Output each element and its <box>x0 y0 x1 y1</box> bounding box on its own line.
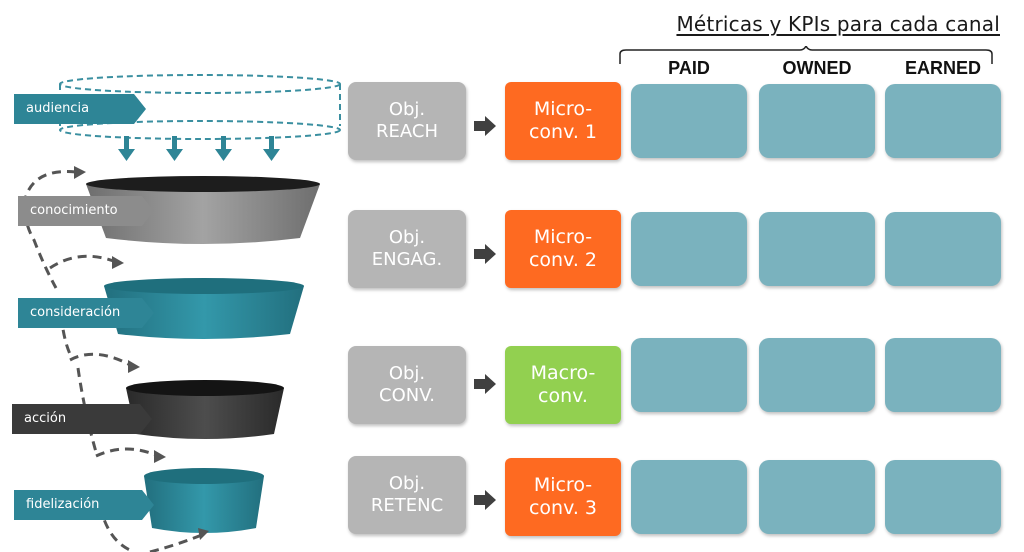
stage-tag-consideracion: consideración <box>18 298 154 328</box>
conversion-line-2: conv. <box>538 385 588 407</box>
conversion-line-1: Micro- <box>533 98 593 120</box>
conversion-box-micro-3: Micro- conv. 3 <box>505 458 621 536</box>
metric-cell-conv-earned <box>885 338 1001 412</box>
down-arrow-icon <box>263 136 280 161</box>
conversion-line-1: Micro- <box>533 226 593 248</box>
right-arrow-icon <box>474 116 496 136</box>
audience-cylinder <box>59 74 341 140</box>
objective-line-1: Obj. <box>388 227 426 248</box>
objective-line-1: Obj. <box>388 473 426 494</box>
channel-header-owned: OWNED <box>782 58 852 78</box>
stage-tag-conocimiento: conocimiento <box>18 196 154 226</box>
funnel-segment-awareness <box>86 176 320 244</box>
metric-cell-retenc-paid <box>631 460 747 534</box>
metric-cell-engag-earned <box>885 212 1001 286</box>
objective-box-conv: Obj. CONV. <box>348 346 466 424</box>
funnel-segment-consideration <box>104 278 304 339</box>
metric-cell-reach-owned <box>759 84 875 158</box>
channel-header-earned: EARNED <box>904 58 981 78</box>
metric-cell-engag-owned <box>759 212 875 286</box>
metric-cell-retenc-earned <box>885 460 1001 534</box>
stage-tag-accion: acción <box>12 404 152 434</box>
conversion-line-2: conv. 3 <box>528 497 598 519</box>
funnel-segment-action <box>126 380 284 439</box>
metrics-heading: Métricas y KPIs para cada canal <box>676 12 1000 36</box>
objective-box-retenc: Obj. RETENC <box>348 456 466 534</box>
objective-box-reach: Obj. REACH <box>348 82 466 160</box>
conversion-line-2: conv. 1 <box>528 121 598 143</box>
flow-arrows <box>118 136 280 161</box>
objective-box-engag: Obj. ENGAG. <box>348 210 466 288</box>
down-arrow-icon <box>215 136 232 161</box>
stage-tag-fidelizacion: fidelización <box>14 490 154 520</box>
objective-line-1: Obj. <box>388 99 426 120</box>
metric-cell-reach-earned <box>885 84 1001 158</box>
conversion-line-1: Macro- <box>530 362 596 384</box>
objective-line-2: REACH <box>376 121 438 142</box>
metric-cell-reach-paid <box>631 84 747 158</box>
funnel-graphic <box>23 74 341 552</box>
metric-cell-conv-paid <box>631 338 747 412</box>
metric-cell-retenc-owned <box>759 460 875 534</box>
funnel-segment-loyalty <box>144 468 264 533</box>
conversion-box-micro-2: Micro- conv. 2 <box>505 210 621 288</box>
right-arrow-icon <box>474 490 496 510</box>
objective-line-1: Obj. <box>388 363 426 384</box>
right-arrow-icon <box>474 244 496 264</box>
down-arrow-icon <box>118 136 135 161</box>
channel-brace <box>619 46 993 64</box>
conversion-line-1: Micro- <box>533 474 593 496</box>
conversion-box-macro: Macro- conv. <box>505 346 621 424</box>
dashed-arrowheads <box>74 166 209 540</box>
stage-tag-audiencia: audiencia <box>14 94 146 124</box>
objective-line-2: ENGAG. <box>371 249 443 270</box>
channel-header-paid: PAID <box>668 58 710 78</box>
down-arrow-icon <box>166 136 183 161</box>
conversion-box-micro-1: Micro- conv. 1 <box>505 82 621 160</box>
conversion-line-2: conv. 2 <box>528 249 598 271</box>
objective-line-2: RETENC <box>370 495 444 516</box>
metric-cell-conv-owned <box>759 338 875 412</box>
right-arrow-icon <box>474 374 496 394</box>
metric-cell-engag-paid <box>631 212 747 286</box>
objective-line-2: CONV. <box>379 385 435 406</box>
